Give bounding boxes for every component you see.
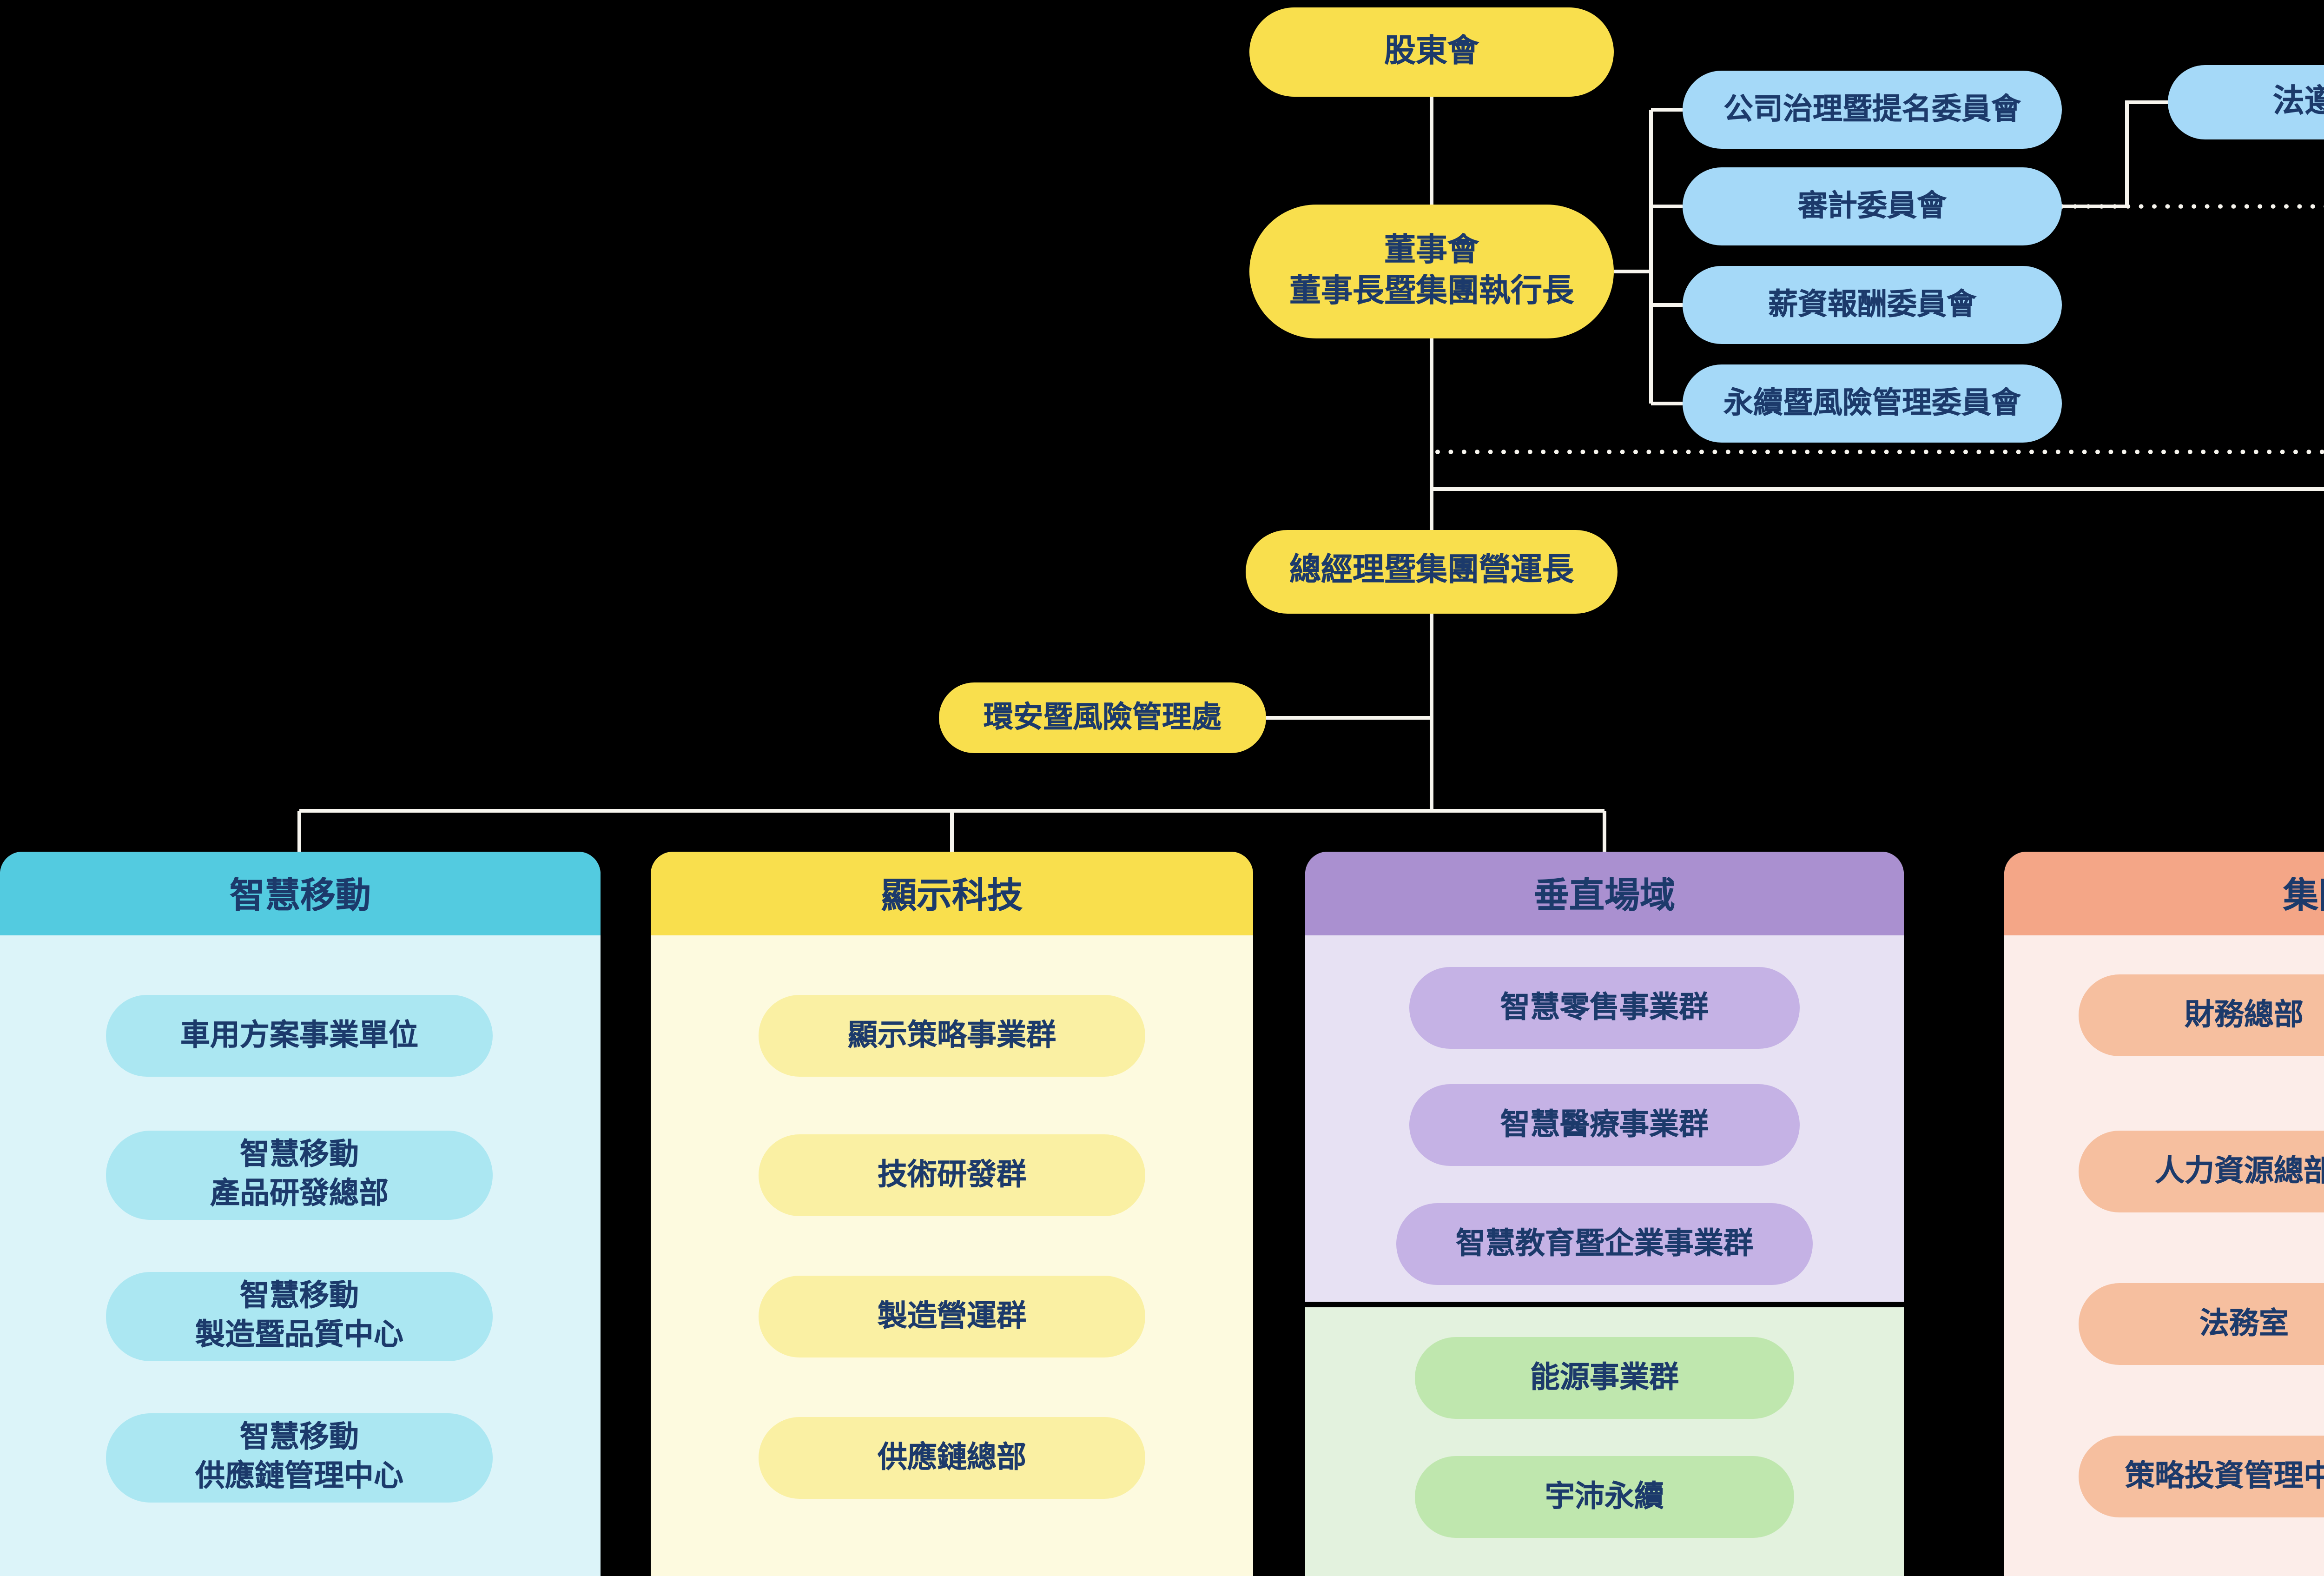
group-panel-energy-sustainability: 能源事業群 宇沛永續 xyxy=(1305,1307,1904,1576)
group-card-smart-mobility: 智慧移動 車用方案事業單位 智慧移動 產品研發總部 智慧移動 製造暨品質中心 智… xyxy=(0,852,601,1576)
line-audit-legal-advisor xyxy=(2062,100,2168,208)
group-card-operation-support: 集團營運支援單位 財務總部 數位技術發展總部 人力資源總部 永續發展總部 法務室… xyxy=(2004,852,2324,1576)
unit-supply-chain-hq: 供應鏈總部 xyxy=(759,1417,1145,1499)
unit-smart-education-enterprise-bg: 智慧教育暨企業事業群 xyxy=(1396,1203,1813,1285)
committee-audit: 審計委員會 xyxy=(1683,167,2062,245)
unit-mobility-supply-chain-center: 智慧移動 供應鏈管理中心 xyxy=(106,1413,493,1503)
group-header-vertical-domains: 垂直場域 xyxy=(1305,852,1904,935)
group-header-operation-support: 集團營運支援單位 xyxy=(2004,852,2324,935)
committee-sustainability-risk: 永續暨風險管理委員會 xyxy=(1683,364,2062,443)
unit-manufacturing-operations-group: 製造營運群 xyxy=(759,1276,1145,1357)
unit-energy-bg: 能源事業群 xyxy=(1415,1337,1794,1419)
unit-smart-retail-bg: 智慧零售事業群 xyxy=(1409,967,1800,1049)
group-header-smart-mobility: 智慧移動 xyxy=(0,852,601,935)
unit-automotive-solutions: 車用方案事業單位 xyxy=(106,995,493,1077)
node-board-of-directors: 董事會 董事長暨集團執行長 xyxy=(1249,205,1614,338)
node-president-group-coo: 總經理暨集團營運長 xyxy=(1246,530,1618,614)
line-board-committees-bracket xyxy=(1614,108,1683,405)
unit-human-resources-hq: 人力資源總部 xyxy=(2079,1131,2324,1212)
unit-yupei-sustainability: 宇沛永續 xyxy=(1415,1456,1794,1538)
group-card-display-technology: 顯示科技 顯示策略事業群 技術研發群 製造營運群 供應鏈總部 xyxy=(651,852,1253,1576)
group-header-display-technology: 顯示科技 xyxy=(651,852,1253,935)
group-card-vertical-domains: 垂直場域 智慧零售事業群 智慧醫療事業群 智慧教育暨企業事業群 xyxy=(1305,852,1904,1302)
unit-finance-hq: 財務總部 xyxy=(2079,974,2324,1056)
unit-legal-office: 法務室 xyxy=(2079,1283,2324,1365)
unit-display-strategy-bg: 顯示策略事業群 xyxy=(759,995,1145,1077)
unit-strategic-investment-center: 策略投資管理中心 xyxy=(2079,1436,2324,1517)
line-distribution-groups xyxy=(297,809,1606,852)
committee-compensation: 薪資報酬委員會 xyxy=(1683,266,2062,344)
unit-technology-rd-group: 技術研發群 xyxy=(759,1134,1145,1216)
node-ehs-risk-management-office: 環安暨風險管理處 xyxy=(939,682,1266,753)
committee-governance-nomination: 公司治理暨提名委員會 xyxy=(1683,71,2062,149)
node-shareholders-meeting: 股東會 xyxy=(1249,7,1614,97)
unit-mobility-mfg-quality-center: 智慧移動 製造暨品質中心 xyxy=(106,1272,493,1361)
unit-smart-medical-bg: 智慧醫療事業群 xyxy=(1409,1084,1800,1166)
unit-mobility-product-rd-hq: 智慧移動 產品研發總部 xyxy=(106,1131,493,1220)
node-chief-compliance-counsel: 法遵總顧問 xyxy=(2168,65,2324,139)
line-branch-support-group xyxy=(1432,487,2324,491)
